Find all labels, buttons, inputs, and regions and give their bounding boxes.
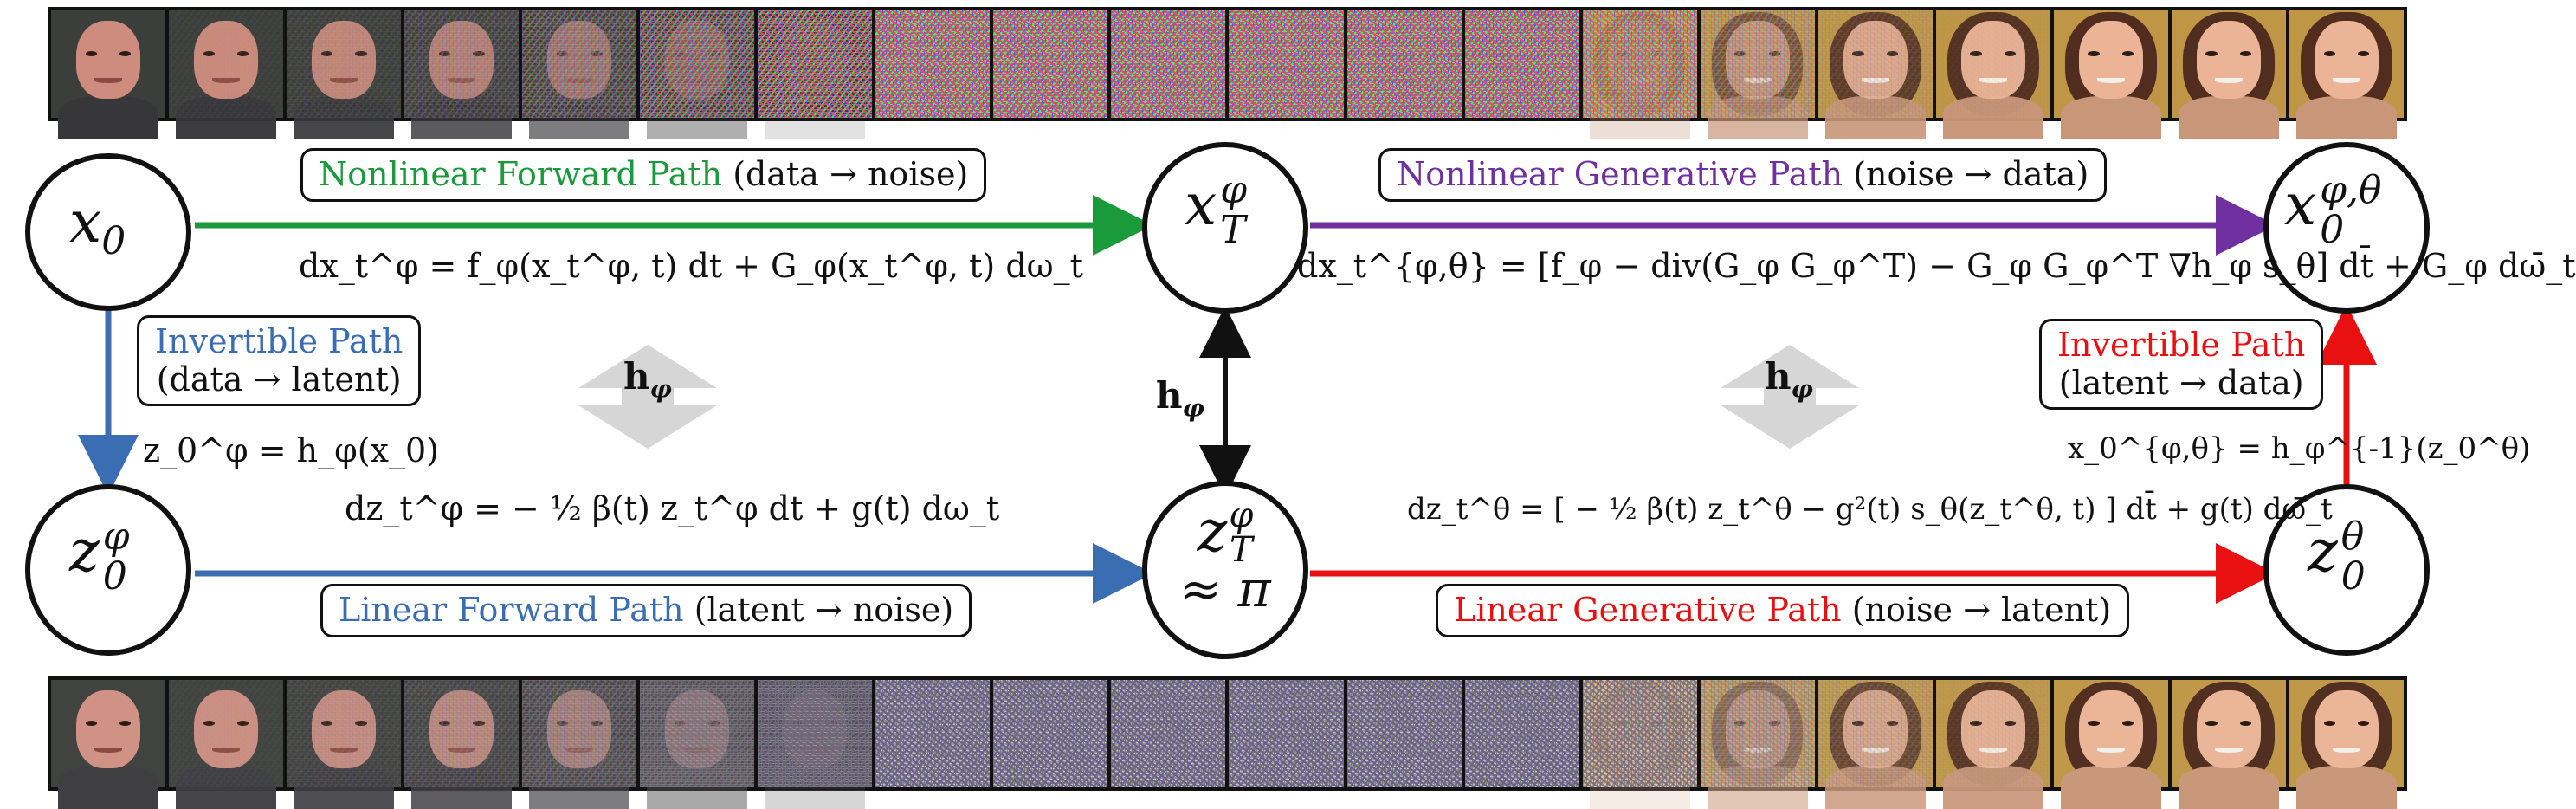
- h-phi-label-left: hφ: [623, 355, 672, 404]
- sample-thumbnail: [2171, 10, 2286, 139]
- gray-double-arrow-left: [578, 345, 717, 449]
- sample-thumbnail: [169, 680, 284, 809]
- forward-sde-equation: dx_t^φ = f_φ(x_t^φ, t) dt + G_φ(x_t^φ, t…: [299, 247, 1083, 285]
- node-x0-circle: [25, 153, 191, 311]
- linear-forward-path-label: Linear Forward Path (latent → noise): [320, 584, 972, 637]
- sample-thumbnail: [640, 10, 755, 139]
- h-phi-label-right: hφ: [1765, 355, 1813, 404]
- sample-thumbnail: [2053, 680, 2168, 809]
- node-z0-phi-circle: [25, 484, 191, 656]
- z0-encoder-equation: z_0^φ = h_φ(x_0): [143, 431, 439, 469]
- sample-thumbnail: [287, 680, 402, 809]
- sample-thumbnail: [51, 680, 166, 809]
- sample-thumbnail: [1817, 680, 1933, 809]
- sample-thumbnail: [1111, 680, 1226, 787]
- sample-thumbnail: [404, 10, 520, 139]
- sample-thumbnail: [758, 680, 873, 809]
- sample-thumbnail: [758, 10, 873, 139]
- sample-thumbnail: [1464, 680, 1579, 787]
- sample-thumbnail: [1229, 680, 1344, 787]
- sample-thumbnail: [1229, 10, 1344, 118]
- sample-thumbnail: [875, 680, 991, 787]
- node-x0-label: x0: [69, 189, 126, 264]
- sample-thumbnail: [404, 680, 520, 809]
- sample-thumbnail: [1346, 680, 1462, 787]
- generative-sde-equation: dx_t^{φ,θ} = [f_φ − div(G_φ G_φ^T) − G_φ…: [1297, 247, 2576, 285]
- linear-forward-sde-equation: dz_t^φ = − ½ β(t) z_t^φ dt + g(t) dω_t: [345, 489, 1000, 527]
- sample-thumbnail: [993, 680, 1108, 787]
- node-z0-theta-circle: [2263, 484, 2430, 656]
- node-xT-phi-circle: [1142, 142, 1308, 314]
- sample-thumbnail: [1935, 10, 2050, 139]
- sample-thumbnail: [1464, 10, 1579, 118]
- sample-thumbnail: [1346, 10, 1462, 118]
- diagram-canvas: [25, 142, 2430, 659]
- node-x0-phi-theta-circle: [2263, 142, 2430, 314]
- sample-thumbnail: [1700, 10, 1815, 139]
- sample-thumbnail: [2289, 10, 2404, 139]
- sample-thumbnail: [993, 10, 1108, 118]
- gray-double-arrow-right: [1721, 345, 1859, 449]
- sample-thumbnail: [1582, 680, 1697, 809]
- sample-thumbnail: [51, 10, 166, 139]
- sample-thumbnail: [522, 680, 637, 809]
- nonlinear-generative-path-label: Nonlinear Generative Path (noise → data): [1378, 148, 2108, 202]
- node-zT-phi-circle: [1142, 481, 1308, 659]
- sample-thumbnail: [169, 10, 284, 139]
- linear-generative-sde-equation: dz_t^θ = [ − ½ β(t) z_t^θ − g²(t) s_θ(z_…: [1407, 492, 2333, 527]
- invertible-path-left-label: Invertible Path (data → latent): [137, 315, 422, 407]
- sample-thumbnail: [875, 10, 991, 118]
- sample-thumbnail: [1700, 680, 1815, 809]
- h-phi-label-center: hφ: [1156, 374, 1204, 423]
- top-sample-strip: [48, 7, 2407, 139]
- sample-thumbnail: [640, 680, 755, 809]
- sample-thumbnail: [287, 10, 402, 139]
- sample-thumbnail: [2289, 680, 2404, 809]
- sample-thumbnail: [2171, 680, 2286, 809]
- sample-thumbnail: [1582, 10, 1697, 139]
- x0-decoder-equation: x_0^{φ,θ} = h_φ^{-1}(z_0^θ): [2068, 431, 2531, 466]
- sample-thumbnail: [1817, 10, 1933, 139]
- bottom-sample-strip: [48, 676, 2407, 809]
- nonlinear-forward-path-label: Nonlinear Forward Path (data → noise): [300, 148, 987, 202]
- linear-generative-path-label: Linear Generative Path (noise → latent): [1436, 584, 2130, 637]
- sample-thumbnail: [1111, 10, 1226, 118]
- invertible-path-right-label: Invertible Path (latent → data): [2039, 319, 2324, 411]
- sample-thumbnail: [2053, 10, 2168, 139]
- sample-thumbnail: [522, 10, 637, 139]
- sample-thumbnail: [1935, 680, 2050, 809]
